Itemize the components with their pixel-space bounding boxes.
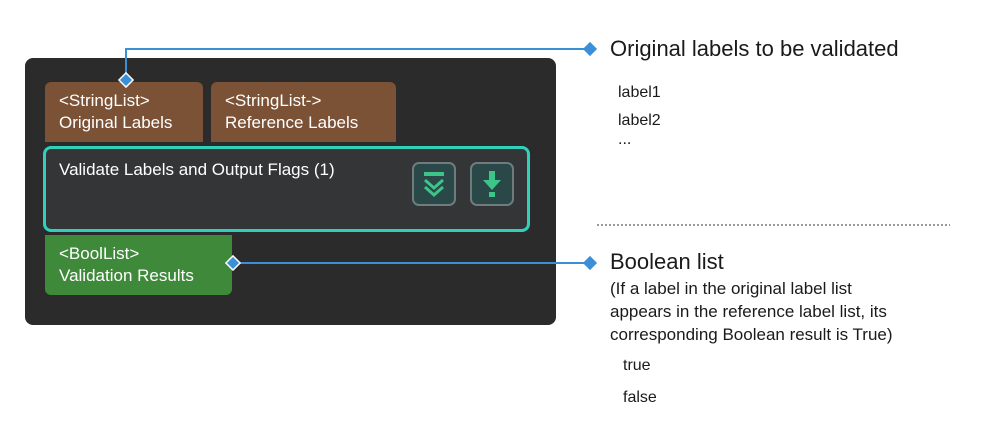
input-example-ellipsis: ...	[618, 131, 632, 148]
callout-diamond-input-end	[582, 41, 598, 57]
output-description-line-1: (If a label in the original label list	[610, 279, 852, 298]
port-type-label: <StringList>	[59, 91, 150, 110]
output-example-true: true	[623, 357, 651, 374]
expand-chevrons-icon	[424, 172, 444, 198]
callout-diamond-input-start	[117, 71, 135, 89]
port-name-label: Validation Results	[59, 266, 194, 285]
port-name-label: Original Labels	[59, 113, 173, 132]
node-title: Validate Labels and Output Flags (1)	[59, 160, 335, 179]
port-type-label: <BoolList>	[59, 244, 140, 263]
output-description-line-3: corresponding Boolean result is True)	[610, 325, 893, 344]
output-annotation-heading: Boolean list	[610, 249, 724, 274]
input-example-2: label2	[618, 112, 661, 129]
output-example-false: false	[623, 389, 657, 406]
download-arrow-icon	[483, 171, 501, 197]
callout-diamond-output-start	[224, 254, 242, 272]
port-type-label: <StringList->	[225, 91, 322, 110]
input-port-reference-labels[interactable]: <StringList-> Reference Labels	[211, 82, 396, 142]
callout-line-input	[125, 48, 590, 80]
input-port-original-labels[interactable]: <StringList> Original Labels	[45, 82, 203, 142]
callout-diamond-output-end	[582, 255, 598, 271]
port-name-label: Reference Labels	[225, 113, 359, 132]
download-button[interactable]	[470, 162, 514, 206]
output-port-validation-results[interactable]: <BoolList> Validation Results	[45, 235, 232, 295]
expand-button[interactable]	[412, 162, 456, 206]
output-description-line-2: appears in the reference label list, its	[610, 302, 887, 321]
input-example-1: label1	[618, 84, 661, 101]
input-annotation-heading: Original labels to be validated	[610, 36, 899, 61]
